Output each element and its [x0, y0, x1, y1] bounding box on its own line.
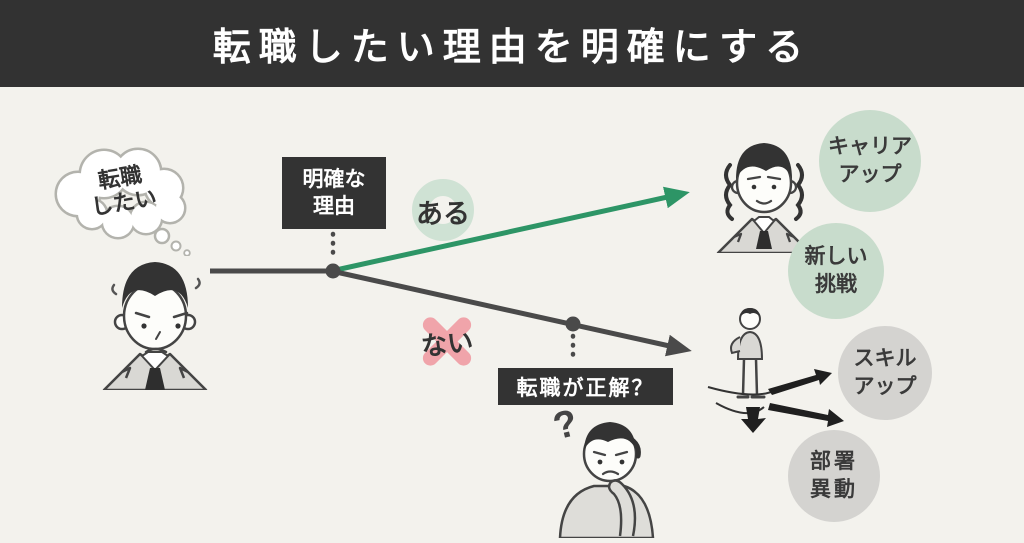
reason-line1: 明確な	[302, 167, 366, 191]
header-bar: 転職したい理由を明確にする	[0, 0, 1024, 87]
outcome-challenge-line2: 挑戦	[815, 273, 857, 296]
outcome-circle-dept-transfer: 部署 異動	[788, 430, 880, 522]
outcome-career-line1: キャリア	[828, 134, 912, 158]
outcome-circle-skill-up: スキル アップ	[838, 326, 932, 420]
reason-box: 明確な 理由	[282, 157, 386, 229]
outcome-circle-career-up: キャリア アップ	[819, 110, 921, 212]
confident-woman-icon	[716, 143, 812, 255]
worried-man-illustration	[92, 242, 217, 395]
reason-line2: 理由	[313, 195, 355, 218]
page-title: 転職したい理由を明確にする	[212, 27, 812, 69]
yes-ring-icon	[412, 179, 474, 241]
outcome-career-line2: アップ	[838, 163, 902, 186]
dark-arrow	[335, 269, 692, 357]
outcome-dept-line1: 部署	[810, 449, 858, 473]
svg-text:?: ?	[549, 402, 582, 448]
green-arrow	[335, 186, 690, 273]
yes-label: ある	[416, 199, 470, 229]
outcome-dept-line2: 異動	[810, 478, 858, 501]
junction-dot-2	[565, 316, 581, 332]
junction-dot-1	[325, 263, 341, 279]
thinking-person-illustration: ?	[532, 396, 667, 543]
crossroads-illustration	[698, 303, 873, 438]
outcome-challenge-line1: 新しい	[804, 244, 868, 268]
outcome-skill-line1: スキル	[853, 346, 917, 370]
thought-bubble	[46, 146, 198, 257]
crossroads-icon	[707, 308, 844, 433]
worried-man-icon	[102, 262, 208, 392]
no-label: ない	[419, 326, 475, 362]
outcome-skill-line2: アップ	[853, 375, 917, 398]
question-label: 転職が正解？	[516, 376, 655, 400]
question-box: 転職が正解？	[498, 368, 673, 405]
outcome-circle-new-challenge: 新しい 挑戦	[788, 223, 884, 319]
thought-bubble-icon	[54, 147, 191, 257]
confident-woman-illustration	[710, 131, 818, 258]
thinking-person-icon: ?	[549, 402, 655, 540]
